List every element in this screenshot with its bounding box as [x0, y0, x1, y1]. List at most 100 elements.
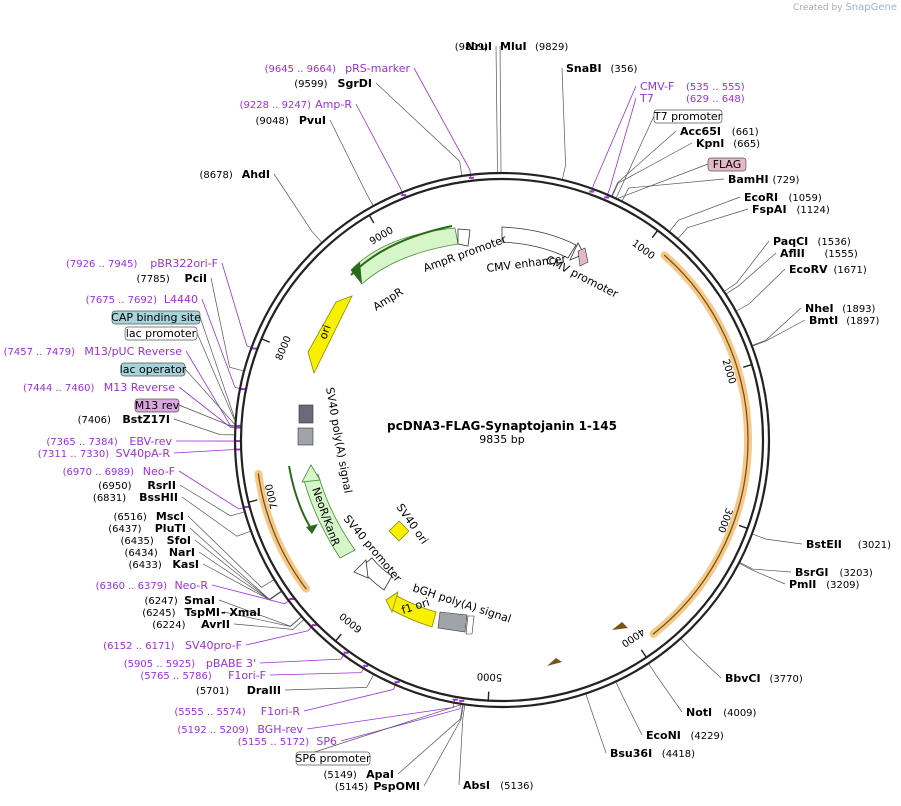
site-pos-snabi: (356): [611, 64, 638, 75]
site-pvui: PvuI: [299, 114, 326, 127]
f1-ori-arrow: [391, 594, 437, 628]
plasmid-name: pcDNA3-FLAG-Synaptojanin 1-145: [387, 419, 617, 433]
leader-snabi: [561, 67, 566, 179]
box-4: [120, 362, 186, 377]
primer-range-8: (7365 .. 7384): [46, 437, 118, 448]
leader-rsrii: [179, 484, 244, 517]
primer-range-16: (5192 .. 5209): [177, 725, 249, 736]
backbone-inner: [239, 177, 765, 703]
site-pos-avrii: (6224): [152, 620, 185, 631]
primer-leader-14: [269, 665, 366, 676]
leader-pspomi: [423, 705, 464, 787]
box-leader-6: [295, 704, 461, 759]
site-pos-nrui: (9809): [455, 42, 488, 53]
site-smai: SmaI: [184, 594, 215, 607]
box-leader-4: [184, 368, 235, 425]
leader-sgrdi: [375, 82, 463, 176]
primer-range-17: (5155 .. 5172): [238, 737, 310, 748]
site-tspmi: TspMI: [184, 606, 220, 619]
primer-12: SV40pro-F: [185, 639, 242, 652]
tick-mark-6000: [335, 633, 342, 642]
neor-line-head: [306, 524, 318, 534]
sv40-polya-box: [297, 427, 314, 446]
primer-range-10: (6970 .. 6989): [63, 467, 135, 478]
leader-aflii: [726, 252, 777, 295]
tick-mark-3000: [738, 524, 748, 530]
neor-arrow: [303, 473, 356, 559]
site-avrii: AvrII: [201, 618, 230, 631]
neor-line: [288, 465, 313, 531]
leader-apai: [397, 705, 463, 775]
primer-range-4: (7926 .. 7945): [66, 259, 138, 270]
primer-leader-17: [340, 700, 462, 742]
site-pos-ecori: (1059): [789, 193, 822, 204]
tick-mark-8000: [261, 338, 271, 343]
primer-leader-13: [259, 652, 346, 664]
ampr-head: [351, 262, 362, 284]
site-pspomi: PspOMI: [373, 780, 420, 793]
box-1: [707, 157, 747, 172]
site-pos-noti: (4009): [723, 708, 756, 719]
site-pos-fspai: (1124): [797, 205, 830, 216]
box-label-4: lac operator: [120, 363, 187, 376]
primer-15: F1ori-R: [261, 705, 301, 718]
leader-pvui: [329, 119, 374, 206]
cmv-promoter-head: [569, 242, 585, 261]
f1-ori-head: [385, 591, 399, 614]
box-label-2: CAP binding site: [111, 311, 201, 324]
site-ahdi: AhdI: [242, 168, 270, 181]
site-pos-draiii: (5701): [196, 686, 229, 697]
tick-label-6000: 6000: [338, 610, 365, 635]
leader-ahdi: [273, 173, 322, 243]
sv40-polya-mark: [298, 404, 314, 424]
snapgene-credit: Created by SnapGene: [793, 2, 897, 13]
site-pos-pluti: (6437): [108, 524, 141, 535]
leader-acc65i: [611, 130, 677, 196]
sv40-ori-diamond: [388, 520, 410, 542]
primer-range-14: (5765 .. 5786): [140, 671, 212, 682]
tick-mark-7000: [248, 499, 258, 503]
primer-leader-1: [355, 103, 404, 196]
primer-range-12: (6152 .. 6171): [103, 641, 175, 652]
site-pos-sgrdi: (9599): [294, 79, 327, 90]
primer-6: M13/pUC Reverse: [84, 345, 182, 358]
leader-pluti: [189, 527, 282, 600]
orf-arrowhead-2: [547, 658, 562, 666]
primer-range-9: (7311 .. 7330): [38, 449, 110, 460]
site-draiii: DraIII: [247, 684, 281, 697]
site-pos-nhei: (1893): [842, 304, 875, 315]
primer-range-15: (5555 .. 5574): [174, 707, 246, 718]
primer-leader-15: [303, 681, 398, 712]
primer-leader-9: [173, 449, 239, 454]
primer-7: M13 Reverse: [104, 381, 175, 394]
site-kasi: KasI: [172, 558, 199, 571]
backbone-outer: [233, 171, 771, 709]
sv40-promoter-head: [353, 559, 369, 579]
primer-leader-6: [185, 350, 239, 427]
leader-pmli: [739, 563, 786, 585]
box-leader-0: [616, 115, 655, 198]
site-nari: NarI: [169, 546, 195, 559]
primer-leader-4: [221, 262, 255, 349]
label-ampr: AmpR: [371, 285, 406, 314]
leader-ecori: [669, 196, 741, 232]
primer-range-2: (535 .. 555): [686, 82, 745, 93]
site-pos-pspomi: (5145): [335, 782, 368, 793]
box-leader-5: [178, 404, 235, 428]
site-pos-bsteii: (3021): [858, 540, 891, 551]
leader-bsshii: [181, 496, 251, 537]
tick-label-4000: 4000: [619, 625, 646, 648]
primer-range-0: (9645 .. 9664): [265, 64, 337, 75]
site-bsteii: BstEII: [806, 538, 842, 551]
primer-range-1: (9228 .. 9247): [240, 100, 312, 111]
primer-11: Neo-R: [174, 579, 208, 592]
tick-label-8000: 8000: [274, 334, 294, 362]
neor-head: [301, 464, 321, 483]
site-bamhi: BamHI: [728, 173, 769, 186]
site-pos-bstz17i: (7406): [78, 415, 111, 426]
site-pos-paqci: (1536): [818, 237, 851, 248]
primer-4: pBR322ori-F: [150, 257, 218, 270]
site-bstz17i: BstZ17I: [122, 413, 170, 426]
site-aflii: AflII: [780, 247, 805, 260]
